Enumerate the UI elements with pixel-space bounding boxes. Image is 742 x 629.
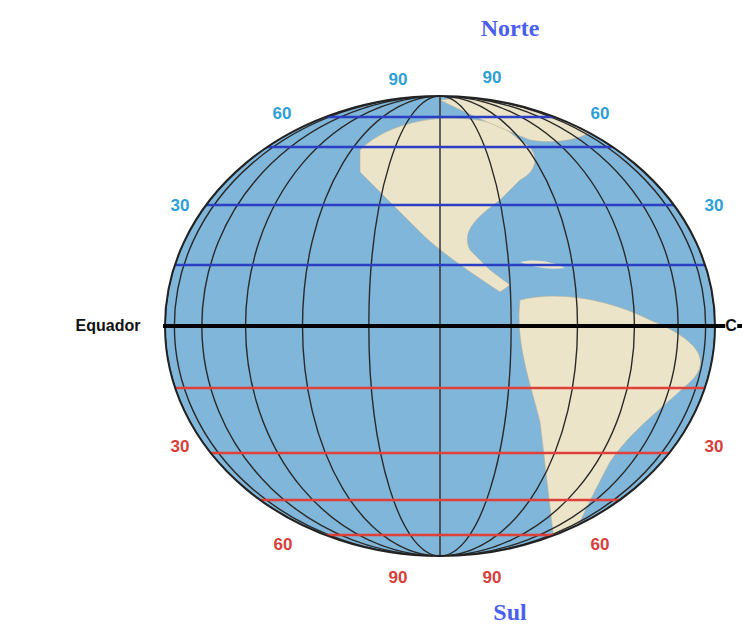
latitude-number: 60 [591,535,610,555]
north-label: Norte [481,15,540,42]
parallel-line [150,452,730,455]
parallel-line [150,499,730,502]
equator-line [163,324,742,328]
parallel-line [150,534,730,537]
parallel-line [150,264,730,267]
parallel-line [150,387,730,390]
parallel-line [150,204,730,207]
latitude-number: 90 [389,70,408,90]
latitude-number: 30 [171,437,190,457]
south-america [519,296,701,556]
latitude-number: 30 [705,196,724,216]
equator-label: Equador [76,317,141,335]
parallel-line [150,146,730,149]
latitude-number: 30 [705,437,724,457]
latitude-number: 30 [171,196,190,216]
south-label: Sul [493,599,526,626]
latitude-number: 90 [483,568,502,588]
parallel-line [150,116,730,119]
north-parallels [150,117,730,265]
latitude-number: 60 [274,535,293,555]
south-parallels [150,388,730,535]
equator-label-end: C [725,317,737,335]
latitude-number: 60 [591,104,610,124]
latitude-number: 60 [273,104,292,124]
latitude-number: 90 [389,568,408,588]
latitude-number: 90 [483,68,502,88]
